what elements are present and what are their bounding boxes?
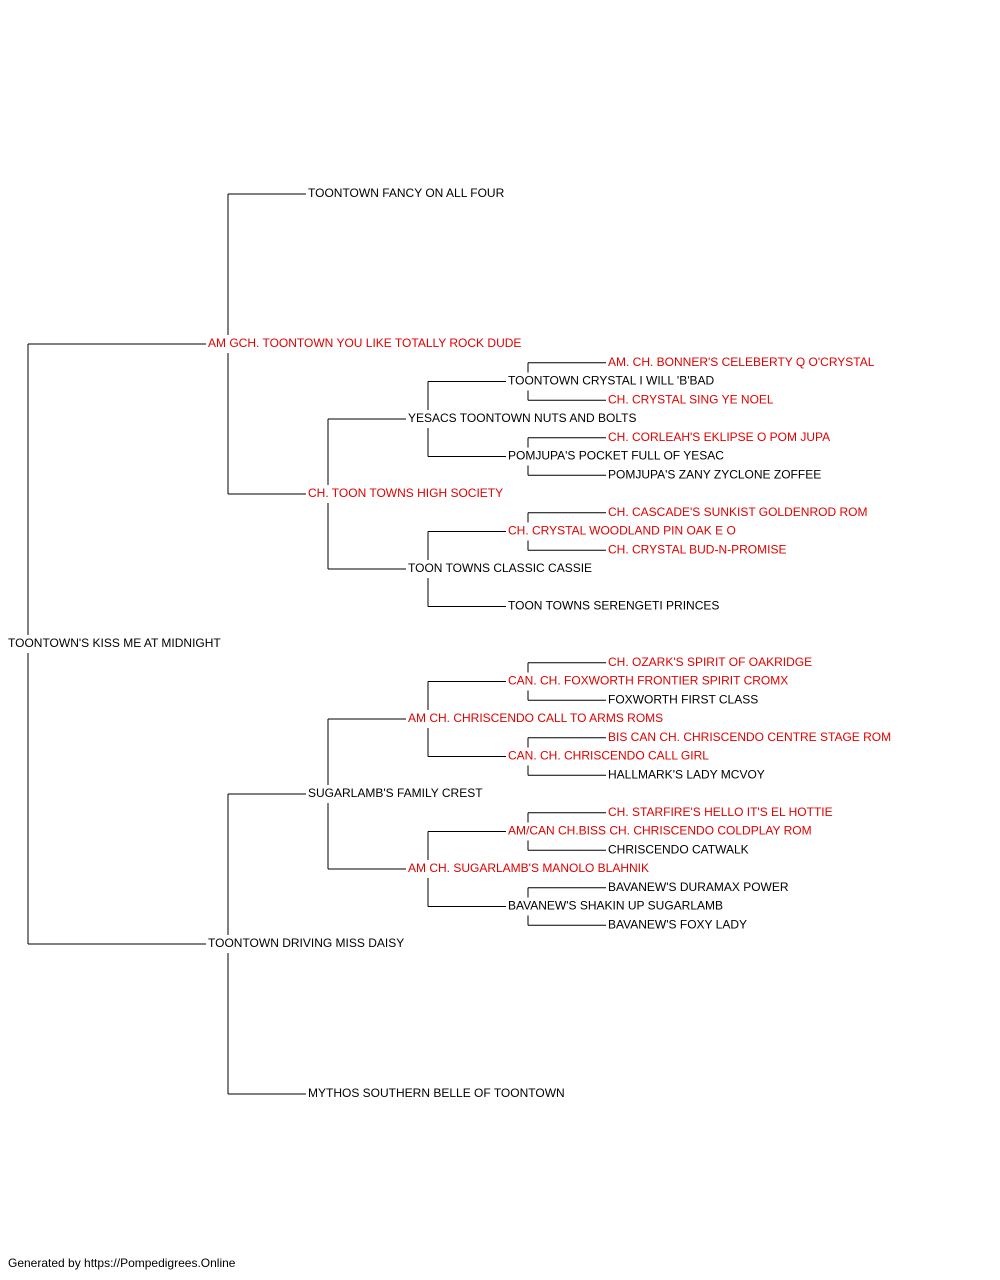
dog-name-gen5: CH. CORLEAH'S EKLIPSE O POM JUPA [608, 430, 830, 444]
dog-name-gen2: CH. TOON TOWNS HIGH SOCIETY [308, 486, 503, 500]
dog-name-gen5: AM. CH. BONNER'S CELEBERTY Q O'CRYSTAL [608, 355, 875, 369]
pedigree-tree: TOONTOWN'S KISS ME AT MIDNIGHT AM GCH. TO… [8, 186, 891, 1100]
dog-name-gen4: TOONTOWN CRYSTAL I WILL 'B'BAD [508, 374, 715, 388]
dog-name-gen4: BAVANEW'S SHAKIN UP SUGARLAMB [508, 899, 723, 913]
dog-name-gen2: TOONTOWN FANCY ON ALL FOUR [308, 186, 505, 200]
dog-name-gen4: POMJUPA'S POCKET FULL OF YESAC [508, 449, 724, 463]
dog-name-gen2: MYTHOS SOUTHERN BELLE OF TOONTOWN [308, 1086, 565, 1100]
dog-name-gen3: YESACS TOONTOWN NUTS AND BOLTS [408, 411, 637, 425]
dog-name-gen5: FOXWORTH FIRST CLASS [608, 692, 758, 706]
dog-names: TOONTOWN'S KISS ME AT MIDNIGHT AM GCH. TO… [8, 186, 891, 1100]
dog-name-gen1: TOONTOWN DRIVING MISS DAISY [208, 936, 404, 950]
dog-name-gen5: CH. STARFIRE'S HELLO IT'S EL HOTTIE [608, 805, 833, 819]
dog-name-subject: TOONTOWN'S KISS ME AT MIDNIGHT [8, 636, 221, 650]
dog-name-gen4: CAN. CH. FOXWORTH FRONTIER SPIRIT CROMX [508, 674, 788, 688]
dog-name-gen5: HALLMARK'S LADY MCVOY [608, 767, 765, 781]
dog-name-gen4: AM/CAN CH.BISS CH. CHRISCENDO COLDPLAY R… [508, 824, 812, 838]
dog-name-gen5: POMJUPA'S ZANY ZYCLONE ZOFFEE [608, 467, 821, 481]
dog-name-gen5: BAVANEW'S FOXY LADY [608, 917, 747, 931]
dog-name-gen1: AM GCH. TOONTOWN YOU LIKE TOTALLY ROCK D… [208, 336, 521, 350]
dog-name-gen5: CHRISCENDO CATWALK [608, 842, 749, 856]
connector-lines [27, 193, 606, 1095]
dog-name-gen5: CH. CASCADE'S SUNKIST GOLDENROD ROM [608, 505, 867, 519]
dog-name-gen5: CH. CRYSTAL BUD-N-PROMISE [608, 542, 786, 556]
dog-name-gen3: AM CH. SUGARLAMB'S MANOLO BLAHNIK [408, 861, 649, 875]
dog-name-gen3: TOON TOWNS CLASSIC CASSIE [408, 561, 592, 575]
dog-name-gen4: TOON TOWNS SERENGETI PRINCES [508, 599, 719, 613]
generated-by-footer: Generated by https://Pompedigrees.Online [8, 1256, 236, 1270]
dog-name-gen4: CAN. CH. CHRISCENDO CALL GIRL [508, 749, 709, 763]
dog-name-gen5: CH. CRYSTAL SING YE NOEL [608, 392, 774, 406]
dog-name-gen5: BIS CAN CH. CHRISCENDO CENTRE STAGE ROM [608, 730, 891, 744]
dog-name-gen5: BAVANEW'S DURAMAX POWER [608, 880, 789, 894]
dog-name-gen3: AM CH. CHRISCENDO CALL TO ARMS ROMS [408, 711, 663, 725]
dog-name-gen5: CH. OZARK'S SPIRIT OF OAKRIDGE [608, 655, 812, 669]
dog-name-gen2: SUGARLAMB'S FAMILY CREST [308, 786, 483, 800]
dog-name-gen4: CH. CRYSTAL WOODLAND PIN OAK E O [508, 524, 736, 538]
